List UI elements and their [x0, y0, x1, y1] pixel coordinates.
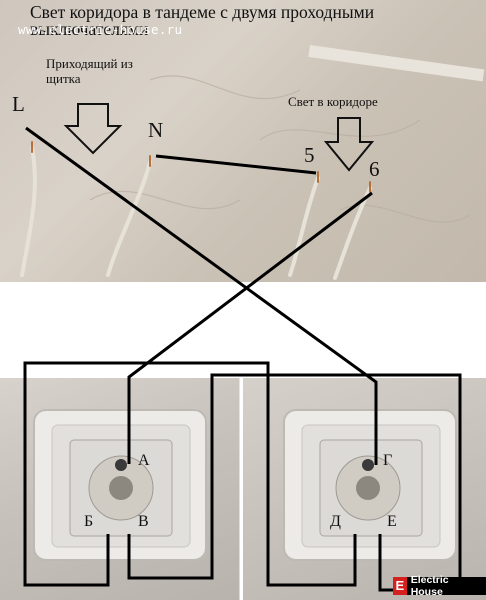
terminal-label-B: Б	[84, 513, 94, 530]
corridor-light-label: Свет в коридоре	[288, 94, 378, 109]
terminal-label-G: Г	[383, 452, 393, 469]
switch-right	[283, 409, 457, 561]
brand-badge: E	[393, 577, 407, 595]
wire-N-to-5	[155, 154, 317, 175]
label-L: L	[12, 92, 25, 116]
ceiling-rail	[308, 45, 485, 82]
wire-6-to-switch1	[127, 191, 373, 464]
wire-bottom-loop-inner	[23, 361, 357, 587]
terminal-label-V: В	[138, 513, 149, 530]
terminal-label-A: А	[138, 452, 150, 469]
watermark: www.electric-house.ru	[18, 22, 183, 37]
wire-L-to-switch2	[25, 126, 378, 465]
arrow-down-icon-light	[323, 117, 375, 172]
brand-logo: E Electric House	[393, 574, 486, 598]
switch-left	[33, 409, 207, 561]
arrow-down-icon-incoming	[63, 103, 123, 155]
diagram-title: Свет коридора в тандеме с двумя проходны…	[30, 2, 375, 39]
wiring-lines	[23, 126, 462, 592]
incoming-label: Приходящий из щитка	[46, 56, 133, 86]
terminal-label-E: Е	[387, 513, 397, 530]
label-N: N	[148, 118, 164, 142]
label-6: 6	[369, 157, 380, 181]
label-5: 5	[304, 143, 315, 167]
brand-name: Electric House	[410, 574, 449, 598]
terminal-label-D: Д	[330, 513, 341, 530]
